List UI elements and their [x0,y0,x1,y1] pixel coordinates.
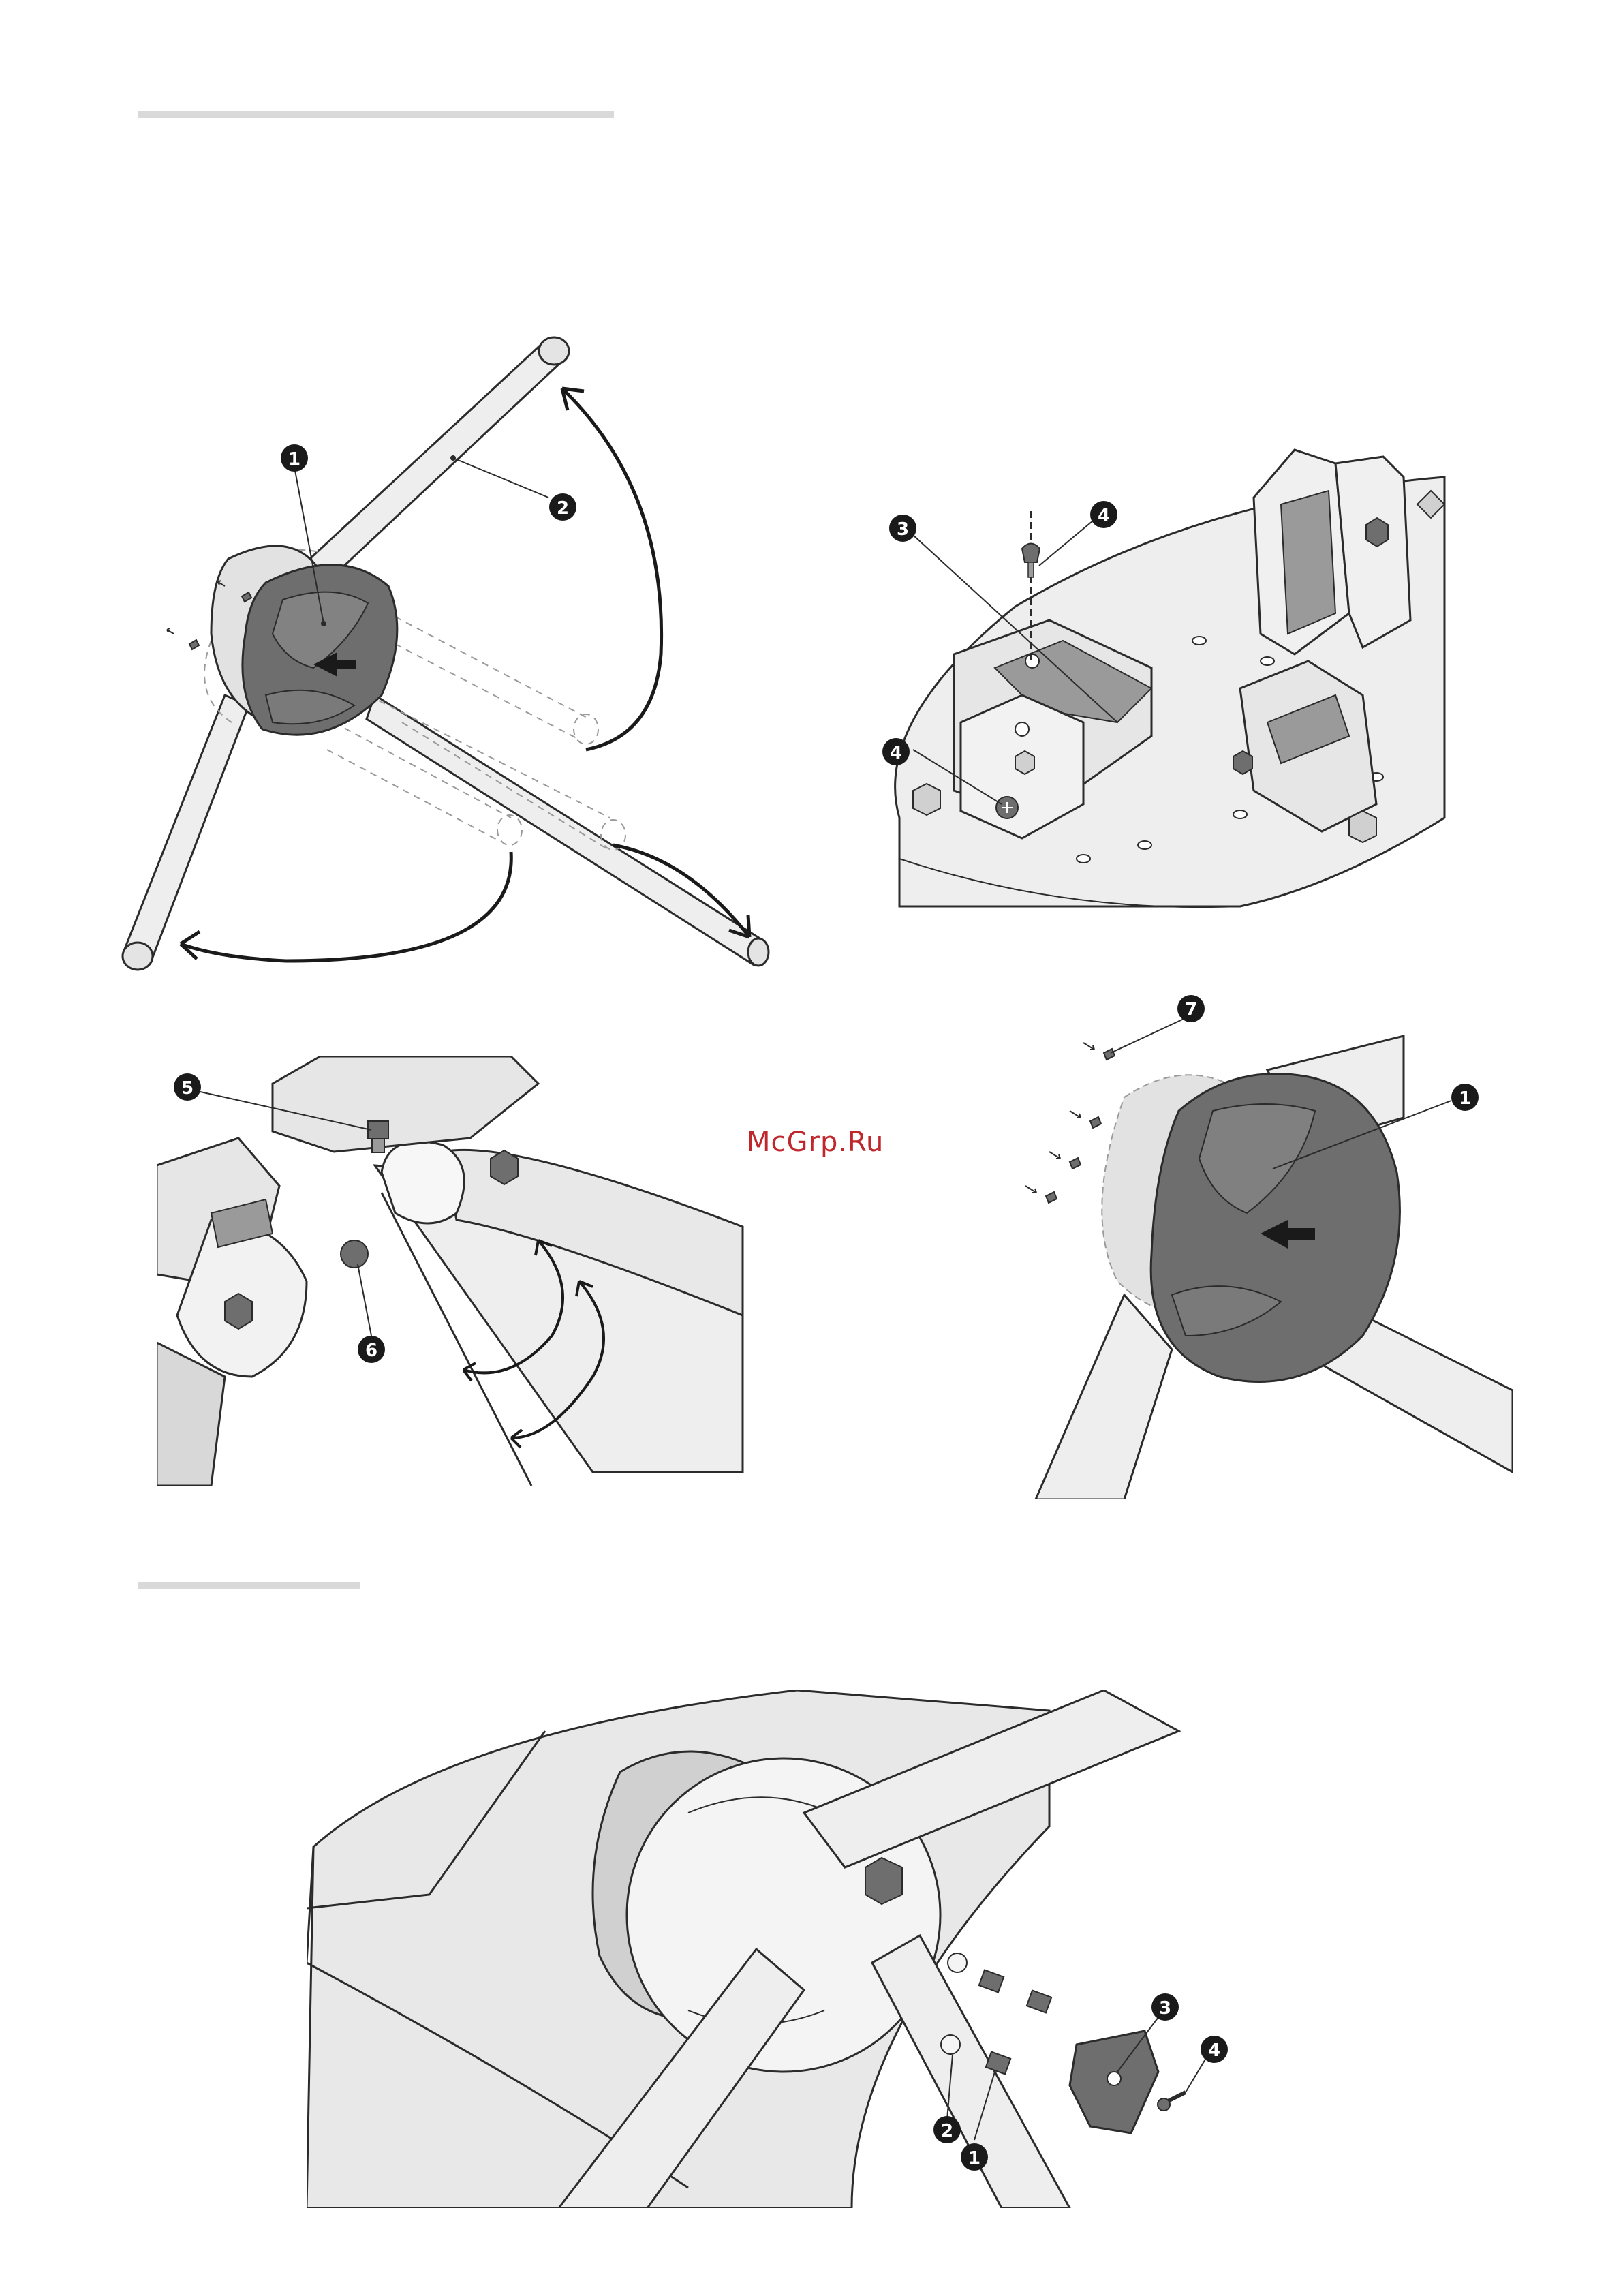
badge-1: 1 [281,444,308,472]
badge-4-fig5: 4 [1201,2036,1228,2063]
badge-3-fig5-label: 3 [1159,1998,1171,2019]
badge-5-label: 5 [181,1078,194,1099]
disc-cover [1151,1074,1400,1382]
badge-2: 2 [549,493,576,521]
tube-lower-right [367,695,769,966]
badge-3-fig5: 3 [1151,1993,1179,2021]
figure-1-tube-assembly: 1 2 [109,313,804,995]
figure-3-tube-clamp: 5 6 [157,1056,746,1486]
badge-2-label: 2 [557,498,569,519]
screw-4 [1158,2092,1186,2111]
badge-4-fig5-label: 4 [1208,2040,1220,2061]
badge-3: 3 [889,515,916,542]
plate-3 [1070,2031,1158,2133]
badge-6-label: 6 [365,1341,377,1361]
badge-5: 5 [174,1073,201,1101]
badge-1-fig5: 1 [961,2143,988,2171]
screw-bottom [996,797,1018,818]
badge-2-fig5-label: 2 [941,2121,953,2141]
badge-7: 7 [1177,995,1205,1022]
badge-4-top-label: 4 [1098,506,1110,526]
badge-1-label: 1 [288,449,300,470]
watermark-text: McGrp.Ru [747,1127,884,1158]
badge-1-fig5-label: 1 [968,2148,980,2169]
badge-6: 6 [358,1336,385,1363]
badge-3-label: 3 [897,519,909,540]
figure-5-housing-assembly: 3 4 2 1 [307,1690,1261,2208]
section-rule-middle [138,1582,360,1589]
clamp-mechanism [157,1138,307,1486]
badge-1-fig4-label: 1 [1459,1088,1471,1109]
badge-2-fig5: 2 [933,2116,961,2143]
badge-4-bottom: 4 [882,738,910,765]
badge-1-fig4: 1 [1451,1084,1479,1111]
section-rule-top [138,111,614,118]
figure-4-disc-cover: 7 1 [1008,995,1513,1499]
badge-4-top: 4 [1090,501,1117,528]
badge-4-bottom-label: 4 [890,743,902,763]
figure-2-bracket-plate: 3 4 4 [859,436,1458,913]
nut-6 [341,1240,368,1268]
badge-7-label: 7 [1185,1000,1197,1020]
tube-lower-left [123,695,249,970]
